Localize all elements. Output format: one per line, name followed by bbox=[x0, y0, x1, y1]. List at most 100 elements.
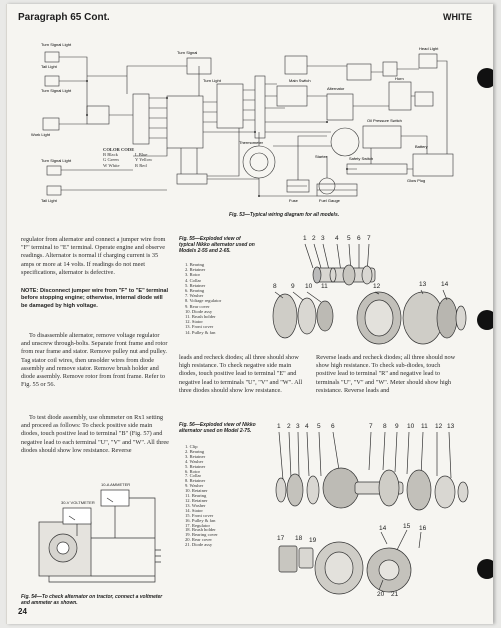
binder-hole bbox=[477, 68, 493, 88]
callout: 4 bbox=[335, 235, 339, 242]
callout: 5 bbox=[347, 235, 351, 242]
part-item: 5. Retainer bbox=[185, 282, 206, 288]
part-item: 9. Rear cover bbox=[185, 303, 210, 309]
callout: 5 bbox=[317, 423, 321, 430]
starter-label: Starter bbox=[315, 154, 328, 159]
part-item: 11. Brush holder bbox=[185, 314, 216, 320]
callout: 12 bbox=[373, 283, 381, 290]
fig56-exploded-drawing: 1 2 3 4 5 6 7 8 9 10 11 12 13 14 15 16 1… bbox=[275, 423, 469, 598]
color-code-item: W White bbox=[103, 162, 120, 168]
body-paragraph: leads and recheck diodes; all three shou… bbox=[179, 354, 303, 394]
fig56-parts-list: 1. Clip 2. Bearing 3. Retainer 4. Washer… bbox=[185, 444, 218, 548]
fig56-caption: Fig. 56—Exploded view of Nikko alternato… bbox=[179, 422, 256, 435]
callout: 1 bbox=[303, 235, 307, 242]
head-light-label: Head Light bbox=[419, 46, 439, 51]
part-item: 18. Brush holder bbox=[185, 527, 216, 533]
callout: 2 bbox=[312, 235, 316, 242]
part-item: 12. Retainer bbox=[185, 497, 208, 503]
part-item: 12. Stator bbox=[185, 319, 203, 325]
brand-heading: WHITE bbox=[443, 12, 472, 22]
callout: 11 bbox=[321, 283, 328, 290]
color-code-item: R Red bbox=[135, 162, 147, 168]
body-paragraph: Reverse leads and recheck diodes; all th… bbox=[316, 354, 456, 394]
part-item: 7. Collar bbox=[185, 473, 202, 479]
part-item: 20. Rear cover bbox=[185, 537, 212, 543]
callout: 2 bbox=[287, 423, 291, 430]
callout: 11 bbox=[421, 423, 428, 430]
battery-label: Battery bbox=[415, 144, 428, 149]
part-item: 2. Retainer bbox=[185, 267, 206, 273]
voltmeter-label: 30-V VOLTMETER bbox=[61, 500, 95, 505]
part-item: 2. Bearing bbox=[185, 448, 205, 454]
part-item: 16. Pulley & fan bbox=[185, 517, 216, 523]
part-item: 7. Washer bbox=[185, 293, 204, 299]
part-item: 19. Bearing cover bbox=[185, 532, 218, 538]
callout: 13 bbox=[419, 281, 427, 288]
callout: 10 bbox=[407, 423, 415, 430]
turn-signal-label: Turn Signal bbox=[177, 50, 197, 55]
glow-plug-label: Glow Plug bbox=[407, 178, 425, 183]
part-item: 21. Diode assy bbox=[185, 542, 213, 548]
fuse-label: Fuse bbox=[289, 198, 299, 203]
callout: 13 bbox=[447, 423, 455, 430]
callout: 6 bbox=[357, 235, 361, 242]
callout: 7 bbox=[369, 423, 373, 430]
part-item: 1. Clip bbox=[185, 444, 198, 449]
manual-page: Paragraph 65 Cont. WHITE bbox=[6, 4, 493, 624]
turn-signal-light-label: Turn Signal Light bbox=[41, 158, 72, 163]
part-item: 6. Rotor bbox=[185, 468, 201, 474]
color-code-item: L Blue bbox=[135, 152, 148, 158]
part-item: 8. Retainer bbox=[185, 478, 206, 484]
callout: 18 bbox=[295, 535, 303, 542]
fig54-caption: Fig. 54—To check alternator on tractor, … bbox=[21, 594, 163, 607]
part-item: 4. Collar bbox=[185, 277, 202, 283]
wiring-diagram: Turn Signal Light Tail Light Turn Signal… bbox=[31, 42, 454, 203]
callout: 6 bbox=[331, 423, 335, 430]
main-switch-label: Main Switch bbox=[289, 78, 311, 83]
part-item: 15. Front cover bbox=[185, 512, 214, 518]
alternator-label: Alternator bbox=[327, 86, 345, 91]
callout: 8 bbox=[383, 423, 387, 430]
part-item: 14. Pulley & fan bbox=[185, 329, 216, 335]
callout: 17 bbox=[277, 535, 285, 542]
ammeter-label: 10-A AMMETER bbox=[101, 482, 130, 487]
callout: 19 bbox=[309, 537, 317, 544]
part-item: 8. Voltage regulator bbox=[185, 298, 222, 304]
part-item: 5. Retainer bbox=[185, 463, 206, 469]
part-item: 13. Washer bbox=[185, 502, 206, 508]
body-paragraph: To test diode assembly, use ohmmeter on … bbox=[21, 414, 169, 454]
part-item: 6. Bearing bbox=[185, 288, 205, 294]
body-paragraph: To disassemble alternator, remove voltag… bbox=[21, 332, 168, 389]
turn-light-left-label: Turn Signal Light bbox=[41, 88, 72, 93]
callout: 12 bbox=[435, 423, 443, 430]
part-item: 3. Rotor bbox=[185, 272, 201, 278]
callout: 9 bbox=[291, 283, 295, 290]
part-item: 17. Regulator bbox=[185, 522, 211, 528]
binder-hole bbox=[477, 559, 493, 579]
oil-pressure-label: Oil Pressure Switch bbox=[367, 118, 402, 123]
callout: 16 bbox=[419, 525, 427, 532]
part-item: 4. Washer bbox=[185, 458, 204, 464]
turn-light-label: Turn Light bbox=[203, 78, 222, 83]
callout: 14 bbox=[441, 281, 449, 288]
page-heading: Paragraph 65 Cont. bbox=[18, 12, 110, 23]
tail-light-bottom-label: Tail Light bbox=[41, 198, 58, 203]
callout: 14 bbox=[379, 525, 387, 532]
page-number: 24 bbox=[18, 607, 27, 616]
callout: 10 bbox=[305, 283, 313, 290]
callout: 7 bbox=[367, 235, 371, 242]
body-paragraph: regulator from alternator and connect a … bbox=[21, 236, 166, 276]
callout: 21 bbox=[391, 591, 399, 598]
fig53-caption: Fig. 53—Typical wiring diagram for all m… bbox=[229, 212, 340, 218]
color-code-item: B Black bbox=[103, 152, 118, 158]
callout: 3 bbox=[296, 423, 300, 430]
tail-light-label: Turn Signal Light bbox=[41, 42, 72, 47]
callout: 4 bbox=[305, 423, 309, 430]
part-item: 14. Stator bbox=[185, 507, 203, 513]
callout: 8 bbox=[273, 283, 277, 290]
part-item: 1. Bearing bbox=[185, 262, 205, 267]
color-code-title: COLOR CODE bbox=[103, 147, 135, 152]
callout: 9 bbox=[395, 423, 399, 430]
binder-hole bbox=[477, 310, 493, 330]
